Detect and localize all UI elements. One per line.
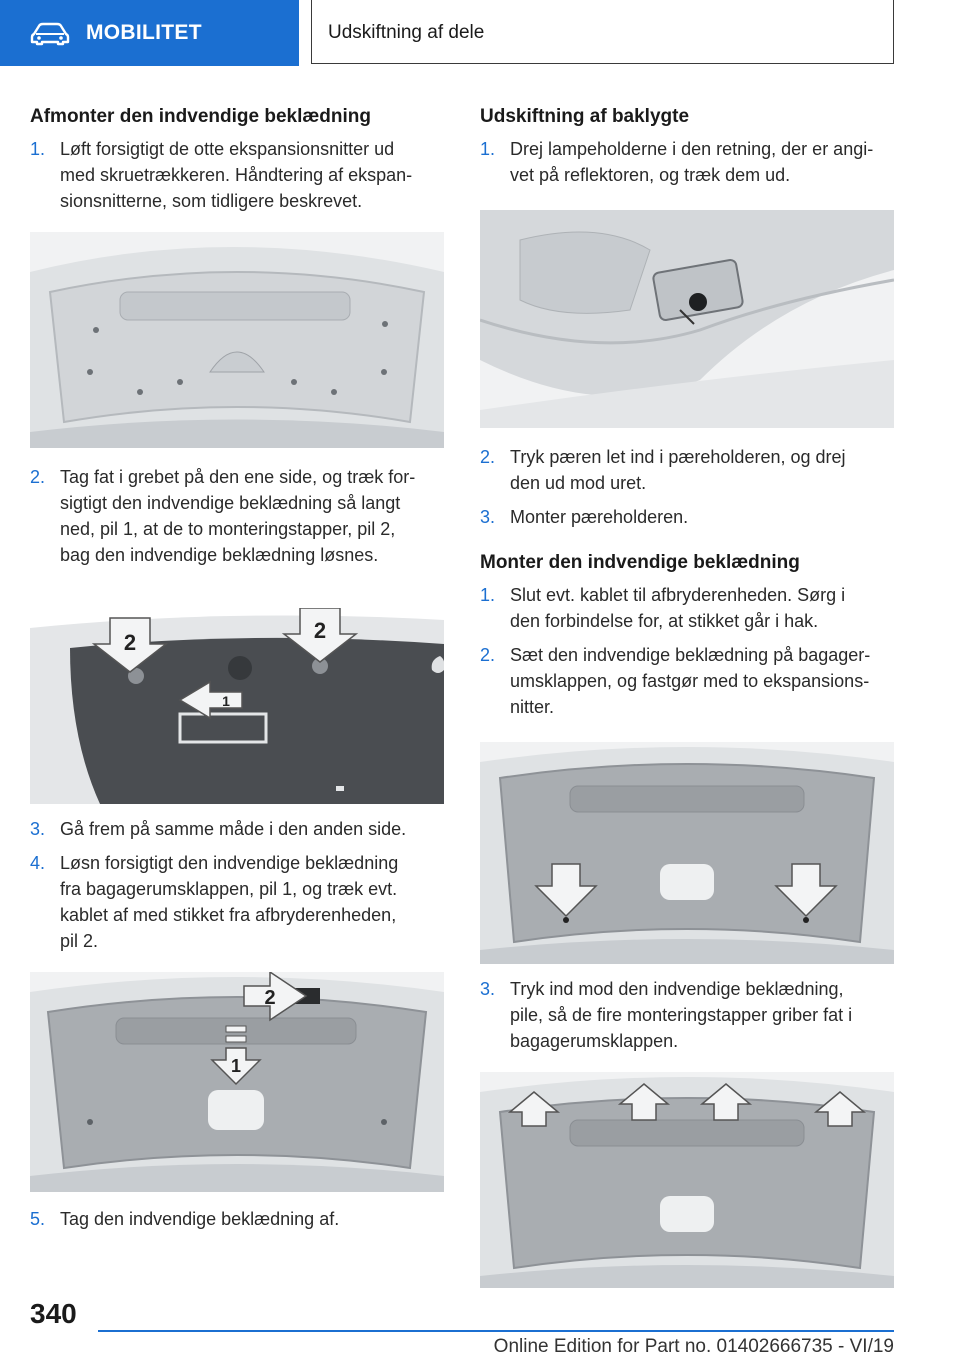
page-number: 340: [30, 1298, 77, 1329]
step-text-line: den forbindelse for, at stikket går i ha…: [510, 611, 819, 631]
figure-release-tabs: 2 2 1: [30, 608, 444, 804]
step-number: 3.: [30, 819, 46, 839]
chapter-tab[interactable]: Udskiftning af dele: [311, 0, 894, 64]
step-number: 2.: [480, 447, 496, 467]
step-number: 1.: [480, 585, 496, 605]
step-text-line: Monter pæreholderen.: [510, 507, 689, 527]
step-text-line: Løft forsigtigt de otte ekspansionsnitte…: [60, 139, 395, 159]
step-text-line: Sæt den indvendige beklædning på bagager…: [510, 645, 871, 665]
step-number: 4.: [30, 853, 46, 873]
step-text-line: bagagerumsklappen.: [510, 1031, 679, 1051]
step-remove-4: 4. Løsn forsigtigt den indvendige beklæd…: [30, 850, 444, 954]
step-remove-1: 1. Løft forsigtigt de otte ekspansionsni…: [30, 136, 444, 214]
step-number: 2.: [480, 645, 496, 665]
step-text-line: den ud mod uret.: [510, 473, 647, 493]
step-remove-3: 3. Gå frem på samme måde i den anden sid…: [30, 816, 444, 842]
edition-info: Online Edition for Part no. 01402666735 …: [493, 1336, 894, 1357]
heading-install-trim: Monter den indvendige beklædning: [480, 552, 800, 573]
step-text-line: kablet af med stikket fra afbryderenhede…: [60, 905, 397, 925]
step-text-line: ned, pil 1, at de to monteringstapper, p…: [60, 519, 396, 539]
step-text-line: bag den indvendige beklædning løsnes.: [60, 545, 379, 565]
heading-replace-lamp: Udskiftning af baklygte: [480, 106, 690, 127]
footer-divider: [98, 1330, 894, 1332]
step-text-line: sigtigt den indvendige beklædning så lan…: [60, 493, 401, 513]
step-remove-5: 5. Tag den indvendige beklædning af.: [30, 1206, 444, 1232]
step-text-line: pil 2.: [60, 931, 99, 951]
step-lamp-3: 3. Monter pæreholderen.: [480, 504, 894, 530]
step-number: 3.: [480, 979, 496, 999]
step-text-line: Drej lampeholderne i den retning, der er…: [510, 139, 874, 159]
figure-expansion-rivets: [480, 742, 894, 964]
figure-press-trim: [480, 1072, 894, 1288]
step-text-line: Gå frem på samme måde i den anden side.: [60, 819, 407, 839]
figure-trunk-lid-trim: [30, 232, 444, 448]
arrow-label: 2: [264, 987, 275, 1009]
step-number: 1.: [480, 139, 496, 159]
step-text-line: fra bagagerumsklappen, pil 1, og træk ev…: [60, 879, 398, 899]
step-lamp-1: 1. Drej lampeholderne i den retning, der…: [480, 136, 894, 188]
section-tab[interactable]: MOBILITET: [0, 0, 299, 66]
step-number: 2.: [30, 467, 46, 487]
step-text-line: pile, så de fire monteringstapper griber…: [510, 1005, 853, 1025]
arrow-label: 1: [222, 693, 230, 709]
section-title: MOBILITET: [86, 21, 202, 44]
figure-pull-trim-off: 2 1: [30, 972, 444, 1192]
step-text-line: med skruetrækkeren. Håndtering af ekspan…: [60, 165, 413, 185]
step-number: 3.: [480, 507, 496, 527]
step-text-line: umsklappen, og fastgør med to ekspansion…: [510, 671, 870, 691]
step-text-line: Tag fat i grebet på den ene side, og træ…: [60, 467, 416, 487]
step-number: 5.: [30, 1209, 46, 1229]
step-text-line: Tryk ind mod den indvendige beklædning,: [510, 979, 844, 999]
arrow-label: 1: [231, 1056, 241, 1076]
step-lamp-2: 2. Tryk pæren let ind i pæreholderen, og…: [480, 444, 894, 496]
step-number: 1.: [30, 139, 46, 159]
step-text-line: Tryk pæren let ind i pæreholderen, og dr…: [510, 447, 846, 467]
arrow-label: 2: [314, 618, 326, 643]
step-install-3: 3. Tryk ind mod den indvendige beklædnin…: [480, 976, 894, 1054]
left-column: Afmonter den indvendige beklædning 1. Lø…: [30, 100, 444, 1232]
car-icon: [30, 22, 70, 46]
page-header: MOBILITET Udskiftning af dele: [0, 0, 960, 66]
step-remove-2: 2. Tag fat i grebet på den ene side, og …: [30, 464, 444, 568]
step-install-2: 2. Sæt den indvendige beklædning på baga…: [480, 642, 894, 720]
arrow-label: 2: [124, 630, 136, 655]
step-text-line: vet på reflektoren, og træk dem ud.: [510, 165, 791, 185]
figure-lamp-holder: [480, 210, 894, 428]
step-text-line: Slut evt. kablet til afbryderenheden. Sø…: [510, 585, 846, 605]
step-install-1: 1. Slut evt. kablet til afbryderenheden.…: [480, 582, 894, 634]
step-text-line: sionsnitterne, som tidligere beskrevet.: [60, 191, 363, 211]
step-text-line: Tag den indvendige beklædning af.: [60, 1209, 340, 1229]
step-text-line: nitter.: [510, 697, 555, 717]
right-column: Udskiftning af baklygte 1. Drej lampehol…: [480, 100, 894, 1288]
step-text-line: Løsn forsigtigt den indvendige beklædnin…: [60, 853, 399, 873]
heading-remove-trim: Afmonter den indvendige beklædning: [30, 106, 371, 127]
chapter-title: Udskiftning af dele: [328, 22, 485, 43]
